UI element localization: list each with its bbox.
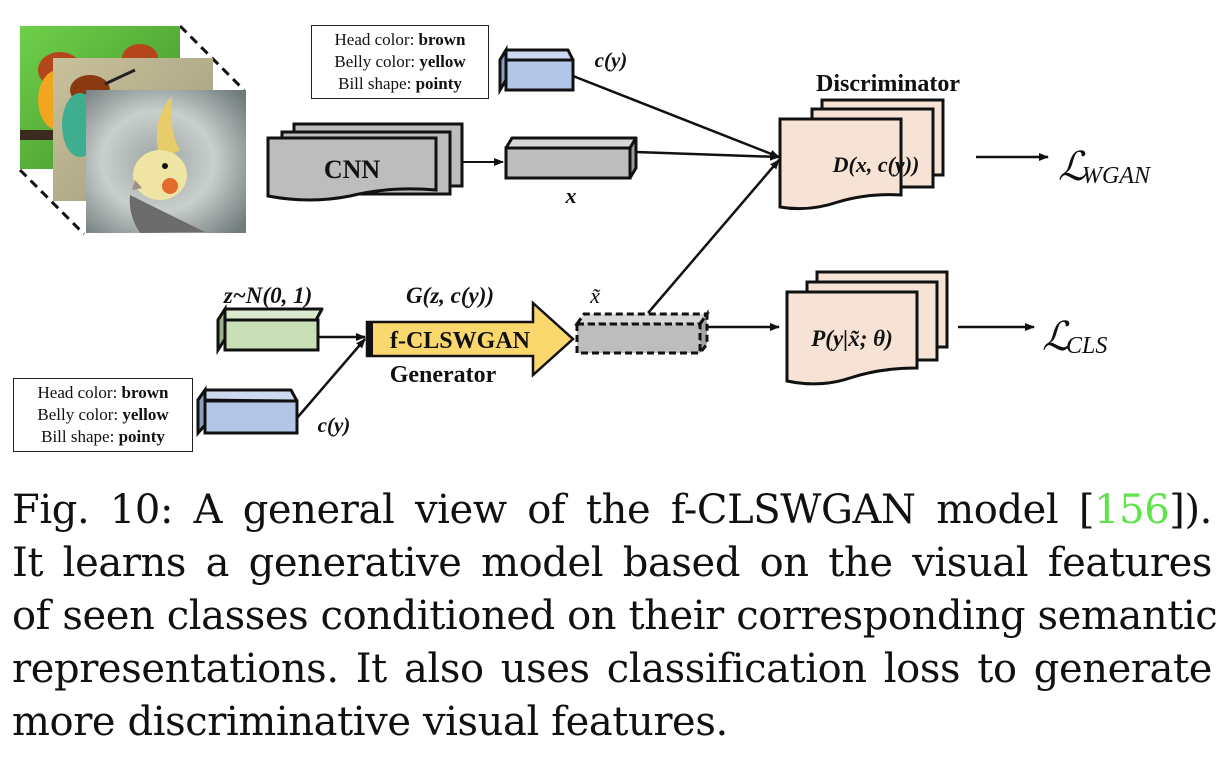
attribute-embedding-top: c(y) [498, 44, 628, 96]
caption-line: It learns a generative model based on th… [12, 540, 1212, 586]
caption-text: ]). [1169, 487, 1212, 533]
discriminator-block: D(x, c(y)) [778, 98, 945, 211]
arrow-cy-to-discriminator [572, 74, 780, 159]
attribute-label: Head color: [334, 30, 419, 49]
f-clswgan-diagram: CNN x c(y) Discriminator D(x, c(y)) ℒ WG… [18, 24, 1152, 437]
discriminator-title: Discriminator [816, 71, 960, 97]
noise-label: z~N(0, 1) [223, 283, 313, 308]
wgan-loss-subscript: WGAN [1082, 163, 1152, 189]
caption-text: Fig. 10: A general view of the f-CLSWGAN… [12, 487, 1095, 533]
attribute-line: Bill shape: pointy [22, 426, 184, 448]
cls-loss-subscript: CLS [1066, 333, 1107, 359]
caption-line: of seen classes conditioned on their cor… [12, 593, 1218, 639]
attribute-value: pointy [118, 427, 165, 446]
attribute-line: Belly color: yellow [22, 404, 184, 426]
attribute-value: brown [121, 383, 169, 402]
attribute-line: Bill shape: pointy [320, 73, 480, 95]
attribute-line: Head color: brown [320, 29, 480, 51]
generator-function: G(z, c(y)) [406, 283, 494, 308]
attribute-label: Bill shape: [338, 74, 416, 93]
arrow-cy-to-generator [296, 338, 366, 419]
caption-line: Fig. 10: A general view of the f-CLSWGAN… [12, 484, 1212, 537]
attribute-value: yellow [419, 52, 466, 71]
attribute-line: Head color: brown [22, 382, 184, 404]
attribute-line: Belly color: yellow [320, 51, 480, 73]
discriminator-function: D(x, c(y)) [832, 152, 920, 177]
generator-model-name: f-CLSWGAN [390, 328, 531, 354]
attribute-value: brown [418, 30, 466, 49]
figure-caption: Fig. 10: A general view of the f-CLSWGAN… [12, 484, 1218, 749]
classifier-function: P(y|x̃; θ) [810, 326, 893, 351]
attribute-label: Belly color: [334, 52, 420, 71]
caption-line: representations. It also uses classifica… [12, 646, 1212, 692]
cy-top-label: c(y) [595, 48, 628, 72]
attribute-description-top: Head color: brown Belly color: yellow Bi… [311, 25, 489, 99]
attribute-value: yellow [122, 405, 169, 424]
attribute-label: Belly color: [37, 405, 123, 424]
attribute-description-bottom: Head color: brown Belly color: yellow Bi… [13, 378, 193, 452]
generated-feature-x-tilde [574, 309, 710, 358]
input-images [18, 24, 246, 236]
generator-arrow: f-CLSWGAN [365, 300, 575, 378]
dashed-edge [18, 168, 86, 236]
attribute-label: Bill shape: [41, 427, 119, 446]
visual-feature-x: x [504, 136, 638, 208]
arrow-x-to-discriminator [635, 150, 780, 161]
generator-title: Generator [390, 362, 497, 388]
arrow-xtilde-to-discriminator [647, 159, 780, 314]
cls-loss-symbol: ℒ [1042, 314, 1072, 359]
caption-line: more discriminative visual features. [12, 699, 728, 745]
classifier-block: P(y|x̃; θ) [785, 270, 949, 386]
noise-vector [216, 303, 324, 356]
x-label: x [565, 183, 577, 208]
x-tilde-label: x̃ [589, 283, 600, 308]
attribute-value: pointy [415, 74, 462, 93]
cy-bottom-label: c(y) [318, 413, 351, 437]
cockatiel-photo [86, 90, 246, 233]
cnn-label: CNN [324, 155, 381, 184]
attribute-embedding-bottom: c(y) [196, 385, 351, 437]
attribute-label: Head color: [37, 383, 122, 402]
cnn-block: CNN [266, 122, 464, 202]
wgan-loss-symbol: ℒ [1058, 144, 1088, 189]
citation-link[interactable]: 156 [1094, 487, 1170, 533]
